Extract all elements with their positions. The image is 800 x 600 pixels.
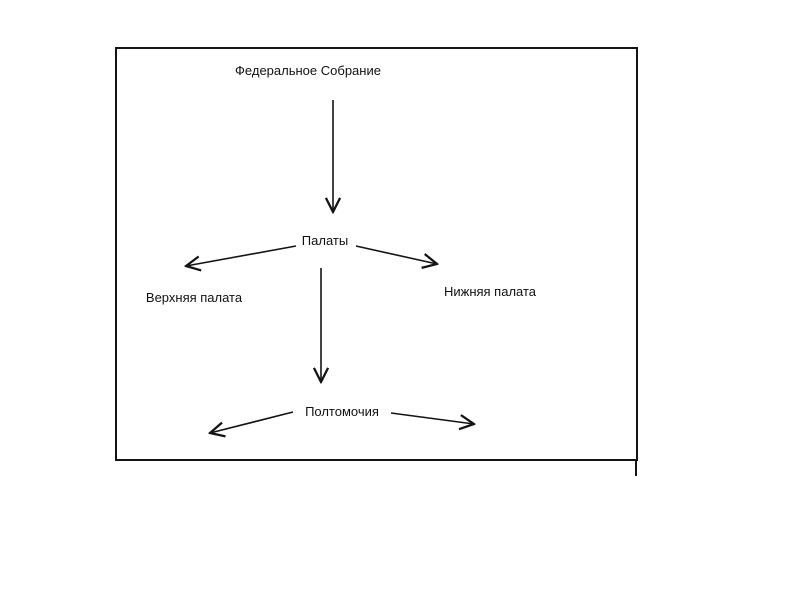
diagram-border — [115, 47, 638, 461]
border-stray-line — [635, 459, 637, 476]
node-chambers: Палаты — [301, 233, 349, 248]
node-powers: Полтомочия — [305, 404, 379, 419]
arrow-chambers-to-upper-icon — [186, 245, 297, 266]
node-upper-chamber: Верхняя палата — [145, 290, 243, 305]
node-federal-assembly: Федеральное Собрание — [235, 63, 381, 78]
node-lower-chamber: Нижняя палата — [443, 284, 537, 299]
arrow-powers-right-icon — [390, 412, 474, 424]
arrow-powers-left-icon — [210, 411, 294, 433]
arrow-chambers-to-lower-icon — [355, 245, 437, 264]
